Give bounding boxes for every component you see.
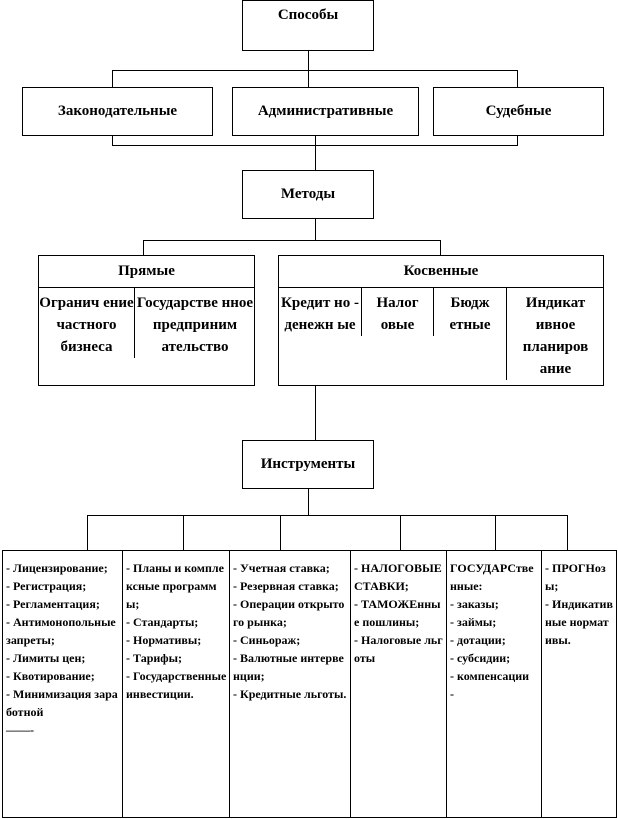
- connector: [440, 240, 441, 255]
- indirect-methods-box: Косвенные Кредит но - денежн ые Налог ов…: [278, 255, 604, 386]
- connector: [112, 70, 113, 87]
- instruments-box: Инструменты: [242, 440, 374, 489]
- indirect-title: Косвенные: [279, 256, 603, 288]
- connector: [315, 218, 316, 240]
- indirect-item: Индикат ивное планиров ание: [506, 288, 604, 380]
- instrument-item: ГОСУДАРСтвенные:: [450, 561, 534, 593]
- instrument-item: - Валютные интервенции;: [233, 651, 344, 683]
- instrument-item: - Регистрация;: [6, 579, 87, 593]
- ways-box: Способы: [242, 0, 374, 51]
- methods-box: Методы: [242, 170, 374, 219]
- connector: [112, 70, 518, 71]
- instrument-item: - Квотирование;: [6, 669, 95, 683]
- connector: [112, 135, 113, 146]
- connector: [87, 515, 568, 516]
- indirect-item: Кредит но - денежн ые: [281, 295, 359, 333]
- instrument-column: - Учетная ставка; - Резервная ставка; - Оп…: [229, 550, 351, 818]
- instrument-item: - Стандарты;: [126, 615, 199, 629]
- legislative-box: Законодательные: [22, 87, 213, 136]
- indirect-item: Бюдж етные: [433, 288, 506, 336]
- instrument-item: - субсидии;: [450, 651, 511, 665]
- instrument-item: - ПРОГНозы;: [545, 561, 606, 593]
- indirect-item: Налог овые: [361, 288, 433, 336]
- instrument-item: - дотации;: [450, 633, 506, 647]
- instrument-item: - НАЛОГОВЫЕ СТАВКИ;: [354, 561, 442, 593]
- instrument-item: - заказы;: [450, 597, 499, 611]
- connector: [315, 135, 316, 170]
- instrument-item: - Тарифы;: [126, 651, 182, 665]
- instrument-item: - Антимонопольные запреты;: [6, 615, 116, 647]
- instrument-item: - Минимизация заработной: [6, 687, 118, 719]
- instrument-column: - НАЛОГОВЫЕ СТАВКИ; - ТАМОЖЕнные пошлины;…: [350, 550, 447, 818]
- instrument-item: - Индикативные нормативы.: [545, 597, 613, 647]
- instrument-item: - Государственные инвестиции.: [126, 669, 227, 701]
- instrument-item: -: [450, 687, 454, 701]
- instrument-item: - компенсации: [450, 669, 530, 683]
- connector: [143, 240, 144, 255]
- instrument-column: - Планы и комплексные программы; - Станда…: [122, 550, 230, 818]
- direct-methods-box: Прямые Огранич ение частного бизнеса Гос…: [38, 255, 255, 386]
- instrument-item: - Лицензирование;: [6, 561, 108, 575]
- instrument-item: - Резервная ставка;: [233, 579, 339, 593]
- connector: [517, 70, 518, 87]
- connector: [183, 515, 184, 550]
- direct-item: Огранич ение частного бизнеса: [39, 295, 134, 355]
- connector: [567, 515, 568, 550]
- instrument-item: - Кредитные льготы.: [233, 687, 347, 701]
- instrument-item: - Лимиты цен;: [6, 651, 86, 665]
- instrument-column: ГОСУДАРСтвенные: - заказы; - займы; - дотац…: [446, 550, 542, 818]
- instrument-item: - Операции открытого рынка;: [233, 597, 345, 629]
- instrument-column: - Лицензирование; - Регистрация; - Регламе…: [2, 550, 123, 818]
- direct-item: Государстве нное предприним ательство: [134, 288, 255, 358]
- connector: [308, 50, 309, 87]
- connector: [87, 515, 88, 550]
- connector: [400, 515, 401, 550]
- instrument-item: - Учетная ставка;: [233, 561, 330, 575]
- instrument-item: - Планы и комплексные программы;: [126, 561, 224, 611]
- instrument-item: - займы;: [450, 615, 497, 629]
- connector: [143, 240, 441, 241]
- instrument-item: ——-: [6, 723, 34, 737]
- instrument-item: - Налоговые льготы: [354, 633, 443, 665]
- connector: [280, 515, 281, 550]
- connector: [495, 515, 496, 550]
- connector: [315, 385, 316, 440]
- connector: [308, 488, 309, 515]
- instrument-item: - ТАМОЖЕнные пошлины;: [354, 597, 441, 629]
- connector: [517, 135, 518, 146]
- instrument-column: - ПРОГНозы; - Индикативные нормативы.: [541, 550, 617, 818]
- instrument-item: - Синьораж;: [233, 633, 301, 647]
- administrative-box: Административные: [232, 87, 419, 136]
- judicial-box: Судебные: [433, 87, 604, 136]
- instrument-item: - Регламентация;: [6, 597, 100, 611]
- direct-title: Прямые: [39, 256, 254, 288]
- instrument-item: - Нормативы;: [126, 633, 202, 647]
